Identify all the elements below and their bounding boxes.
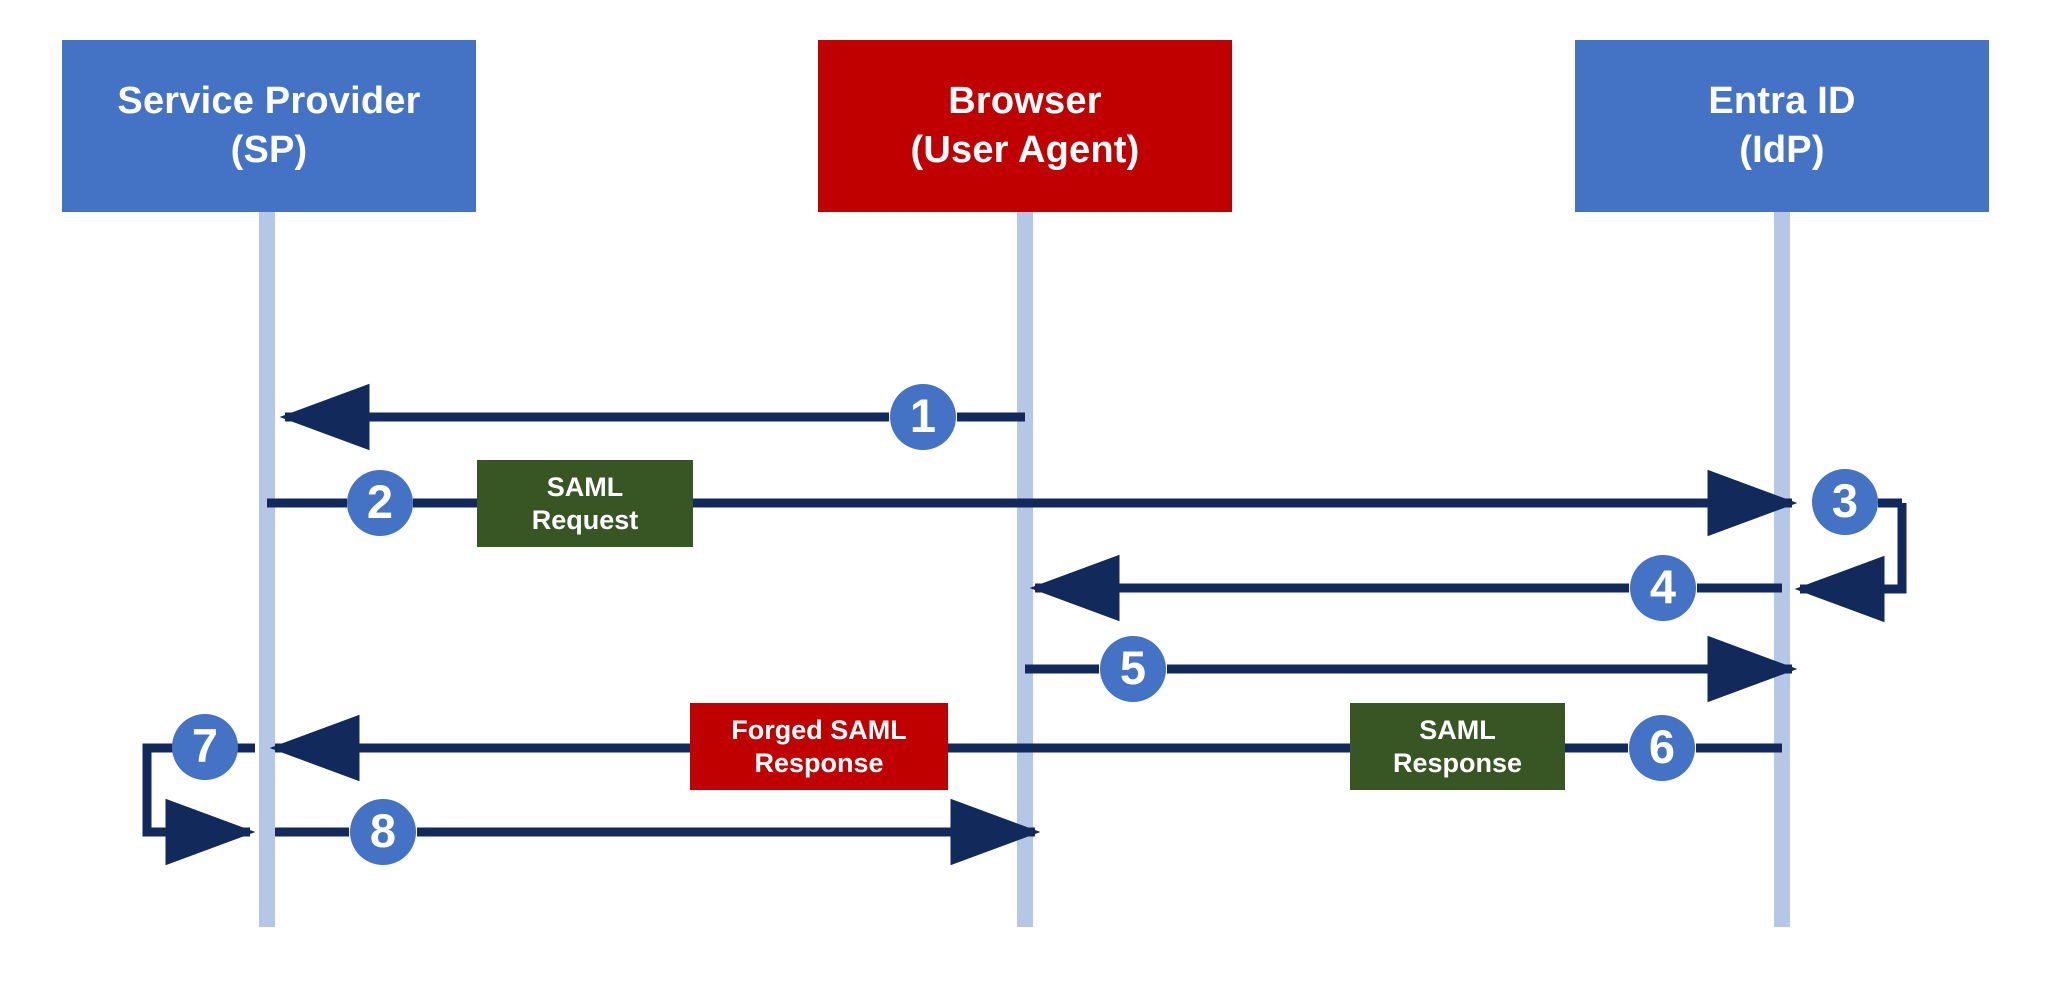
message-box-saml-request[interactable]: SAML Request: [477, 460, 693, 547]
step-badge-5[interactable]: 5: [1100, 636, 1166, 702]
step-badge-1-label: 1: [909, 389, 937, 442]
message-box-forged-saml-response[interactable]: Forged SAML Response: [690, 703, 948, 790]
step-badge-8-label: 8: [369, 804, 397, 857]
step-badge-2-label: 2: [366, 475, 394, 528]
step-badge-1[interactable]: 1: [890, 384, 956, 450]
saml-request-line-1: SAML: [546, 471, 624, 502]
step-badge-4-label: 4: [1649, 560, 1677, 613]
arrow-step-3: [1794, 498, 1907, 623]
message-box-saml-response[interactable]: SAML Response: [1350, 703, 1565, 790]
actor-browser[interactable]: Browser (User Agent): [818, 40, 1232, 212]
step-badge-6-label: 6: [1648, 720, 1676, 773]
step-badge-8[interactable]: 8: [350, 799, 416, 865]
step-badge-3[interactable]: 3: [1812, 469, 1878, 535]
actor-browser-name: Browser: [948, 80, 1102, 123]
saml-response-line-2: Response: [1392, 747, 1523, 778]
lifeline-sp: [259, 212, 275, 927]
actor-idp-subtitle: (IdP): [1739, 129, 1825, 171]
lifeline-browser: [1017, 212, 1033, 927]
lifelines: [259, 212, 1790, 927]
step-badge-7-label: 7: [191, 719, 219, 772]
forged-saml-response-line-1: Forged SAML: [731, 714, 907, 745]
step-badge-7[interactable]: 7: [172, 714, 238, 780]
actor-service-provider[interactable]: Service Provider (SP): [62, 40, 476, 212]
step-badge-5-label: 5: [1119, 641, 1147, 694]
lifeline-idp: [1774, 212, 1790, 927]
step-badge-3-label: 3: [1831, 474, 1859, 527]
saml-response-line-1: SAML: [1419, 714, 1496, 745]
step-badge-4[interactable]: 4: [1630, 555, 1696, 621]
actor-idp-name: Entra ID: [1708, 80, 1856, 123]
forged-saml-response-line-2: Response: [754, 747, 884, 778]
actor-sp-name: Service Provider: [117, 80, 421, 123]
step-badge-2[interactable]: 2: [347, 470, 413, 536]
actor-sp-subtitle: (SP): [230, 129, 308, 171]
actor-browser-subtitle: (User Agent): [910, 129, 1140, 171]
saml-request-line-2: Request: [531, 504, 639, 535]
step-badge-6[interactable]: 6: [1629, 715, 1695, 781]
actor-entra-id[interactable]: Entra ID (IdP): [1575, 40, 1989, 212]
